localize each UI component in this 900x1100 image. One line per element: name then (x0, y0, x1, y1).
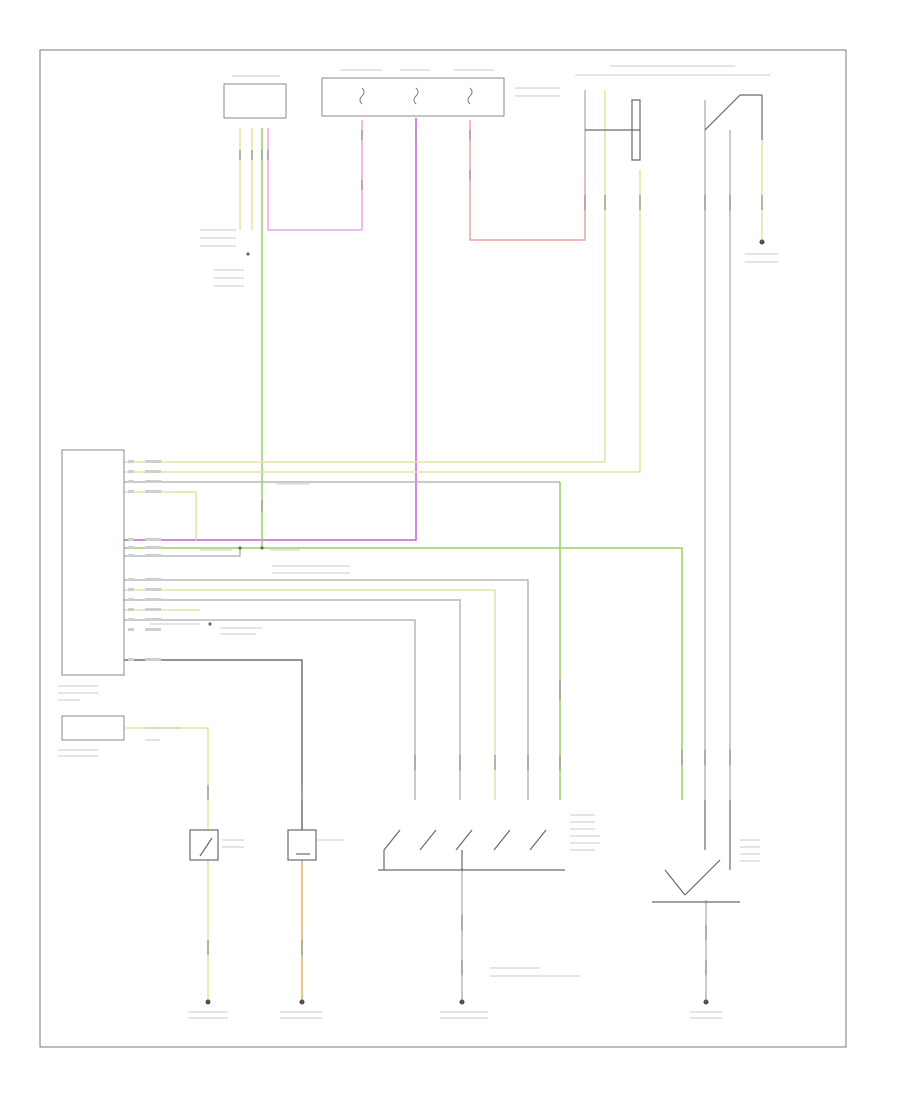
middle-lower-switch (287, 829, 317, 861)
wire-gray-3 (124, 579, 529, 800)
fuse-labels (340, 69, 560, 97)
fuse-box (321, 77, 505, 117)
connector-markers (207, 130, 763, 975)
wire-magenta (124, 118, 417, 541)
control-module-pin-labels (128, 460, 161, 661)
multi-switch-block (378, 829, 565, 871)
wire-gray-4 (124, 599, 461, 800)
wire-dark (124, 659, 303, 830)
wire-yellow-4 (124, 589, 496, 800)
left-lower-switch (189, 829, 219, 861)
fuse-symbols (359, 87, 473, 105)
wire-gray-2 (124, 548, 241, 557)
wire-yellow-2 (124, 170, 641, 473)
relay-switch (585, 94, 763, 161)
diagram-frame (39, 49, 847, 1048)
wire-gray-5 (124, 619, 416, 800)
wire-yellow-6 (126, 727, 209, 830)
faint-labels (145, 229, 778, 1019)
wire-green-3 (124, 547, 683, 800)
wire-yellow-3 (124, 491, 197, 540)
control-module-label-lines (58, 685, 98, 701)
top-module-box (223, 83, 287, 119)
right-lower-switch (652, 800, 740, 903)
wires (124, 90, 763, 1000)
wire-yellow-1 (124, 90, 606, 463)
junction-dots (208, 546, 264, 626)
control-module-box (61, 449, 125, 676)
lower-left-module-box (61, 715, 125, 741)
wire-pink (267, 120, 363, 231)
lower-left-module-label-lines (58, 749, 98, 757)
ground-points (205, 239, 765, 1005)
wire-red (469, 120, 586, 241)
